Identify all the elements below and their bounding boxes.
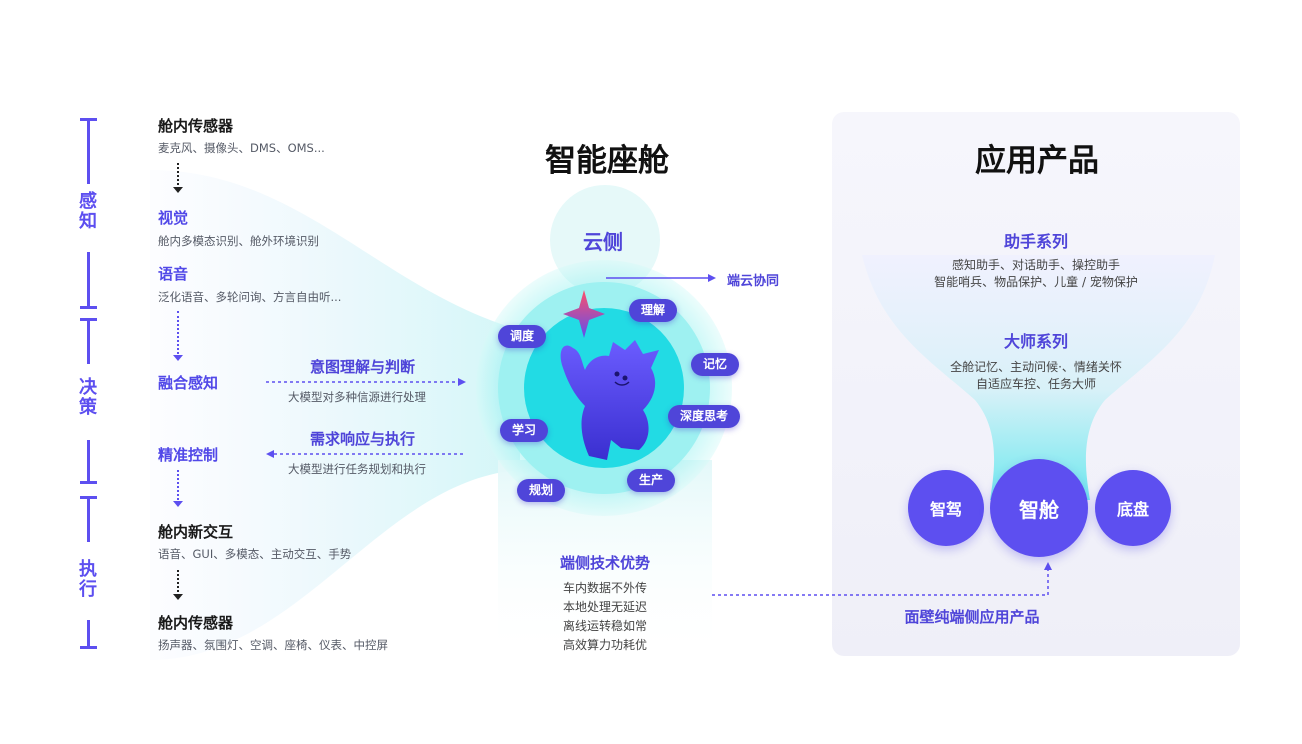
cloud-label: 云侧 xyxy=(583,230,623,254)
stage-bar-cap xyxy=(80,481,97,484)
response-sub: 大模型进行任务规划和执行 xyxy=(288,462,426,476)
capability-pill: 规划 xyxy=(517,479,566,502)
product-circle-chassis: 底盘 xyxy=(1095,470,1171,546)
assistant-series-title: 助手系列 xyxy=(1003,232,1068,251)
mascot-illustration xyxy=(560,290,659,460)
step-title-cabin-sensors-out: 舱内传感器 xyxy=(158,614,234,632)
stage-perception: 感 知 xyxy=(79,191,97,232)
step-title-new-interaction: 舱内新交互 xyxy=(158,523,234,541)
capability-pill: 学习 xyxy=(500,419,549,442)
arrow-down-icon xyxy=(173,187,183,193)
cloud-link-label: 端云协同 xyxy=(727,274,780,289)
step-title-fusion: 融合感知 xyxy=(158,374,219,392)
stage-bar xyxy=(87,620,90,648)
stage-bar xyxy=(87,440,90,482)
right-title: 应用产品 xyxy=(975,143,1099,179)
arrow-down-icon xyxy=(173,501,183,507)
product-circle-driving: 智驾 xyxy=(908,470,984,546)
flow-dashed-line xyxy=(177,570,179,592)
edge-product-label: 面壁纯端侧应用产品 xyxy=(904,608,1040,626)
arrow-down-icon xyxy=(173,594,183,600)
stage-bar xyxy=(87,118,90,184)
stage-bar xyxy=(87,318,90,364)
cloud-link-arrow xyxy=(606,274,716,282)
product-circle-cabin: 智舱 xyxy=(990,459,1088,557)
flow-dashed-line xyxy=(177,470,179,500)
step-title-precise-control: 精准控制 xyxy=(158,446,219,464)
step-sub-voice: 泛化语音、多轮问询、方言自由听... xyxy=(158,290,342,304)
step-title-vision: 视觉 xyxy=(158,209,189,227)
edge-item: 高效算力功耗优 xyxy=(562,638,647,652)
capability-pill: 记忆 xyxy=(691,353,740,376)
stage-bar-cap xyxy=(80,306,97,309)
capability-pill: 生产 xyxy=(627,469,676,492)
arrow-left-icon xyxy=(266,450,464,458)
flow-dashed-line xyxy=(177,163,179,185)
response-title: 需求响应与执行 xyxy=(310,430,416,448)
step-sub-cabin-sensors-out: 扬声器、氛围灯、空调、座椅、仪表、中控屏 xyxy=(158,638,388,652)
arrow-right-icon xyxy=(266,378,466,386)
step-title-cabin-sensors-in: 舱内传感器 xyxy=(158,117,234,135)
arrow-down-icon xyxy=(173,355,183,361)
master-series-line: 全舱记忆、主动问候·、情绪关怀 xyxy=(950,360,1122,374)
edge-product-connector xyxy=(712,562,1052,596)
intent-title: 意图理解与判断 xyxy=(310,358,416,376)
center-title: 智能座舱 xyxy=(545,143,669,179)
stage-decision: 决 策 xyxy=(79,377,97,418)
capability-pill: 深度思考 xyxy=(668,405,741,428)
master-series-title: 大师系列 xyxy=(1003,332,1068,351)
intent-sub: 大模型对多种信源进行处理 xyxy=(288,390,426,404)
assistant-series-line: 智能哨兵、物品保护、儿童 / 宠物保护 xyxy=(934,275,1138,289)
master-series-line: 自适应车控、任务大师 xyxy=(975,377,1096,391)
stage-execution: 执 行 xyxy=(79,559,97,600)
flow-dashed-line xyxy=(177,311,179,354)
capability-pill: 理解 xyxy=(629,299,678,322)
edge-title: 端侧技术优势 xyxy=(559,554,650,572)
step-title-voice: 语音 xyxy=(158,265,189,283)
assistant-series-line: 感知助手、对话助手、操控助手 xyxy=(951,258,1120,272)
stage-bar xyxy=(87,252,90,307)
stage-bar xyxy=(87,496,90,542)
step-sub-vision: 舱内多模态识别、舱外环境识别 xyxy=(158,234,319,248)
step-sub-cabin-sensors-in: 麦克风、摄像头、DMS、OMS... xyxy=(158,141,325,155)
edge-item: 本地处理无延迟 xyxy=(562,600,647,614)
stage-bar-cap-bottom xyxy=(80,646,97,649)
edge-item: 离线运转稳如常 xyxy=(562,619,647,633)
edge-item: 车内数据不外传 xyxy=(562,581,647,595)
step-sub-new-interaction: 语音、GUI、多模态、主动交互、手势 xyxy=(158,547,352,561)
capability-pill: 调度 xyxy=(498,325,547,348)
